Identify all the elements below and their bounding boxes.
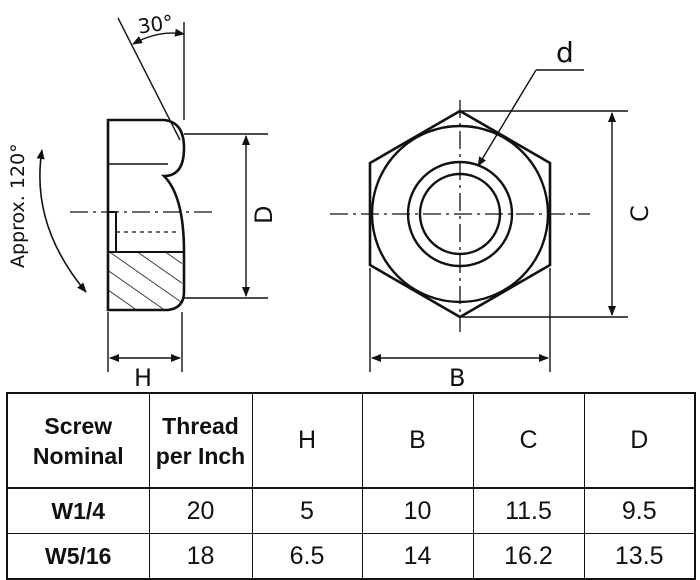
header-c: C: [472, 392, 585, 489]
dimension-D-label: D: [250, 206, 278, 224]
leader-d: [477, 69, 584, 167]
dimension-C-label: C: [626, 205, 654, 222]
dimension-C: [462, 110, 628, 318]
side-view-hatching: [108, 252, 182, 310]
cell-screw: W1/4: [6, 487, 150, 534]
cell-d: 9.5: [583, 487, 696, 534]
header-screw-nominal: Screw Nominal: [6, 392, 150, 489]
table-header-row: Screw Nominal Thread per Inch H B C D: [6, 392, 696, 489]
dimension-B-label: B: [449, 364, 465, 392]
header-thread-per-inch: Thread per Inch: [148, 392, 253, 489]
angle-30-dimension: [117, 17, 185, 141]
label-d: d: [556, 36, 574, 69]
cell-c: 16.2: [472, 533, 585, 580]
dimension-H-label: H: [134, 364, 152, 392]
header-b: B: [361, 392, 474, 489]
dimension-H: [107, 312, 183, 372]
cell-thread: 20: [148, 487, 253, 534]
table-row: W5/16 18 6.5 14 16.2 13.5: [6, 533, 696, 580]
header-d: D: [583, 392, 696, 489]
cell-thread: 18: [148, 533, 253, 580]
header-h: H: [251, 392, 363, 489]
cell-h: 5: [251, 487, 363, 534]
nut-technical-drawing: 30° Approx. 120° D H d C: [7, 10, 654, 392]
cell-c: 11.5: [472, 487, 585, 534]
specification-table: Screw Nominal Thread per Inch H B C D W1…: [6, 392, 696, 580]
angle-30-label: 30°: [136, 10, 174, 39]
dimension-D: [184, 133, 268, 299]
table-row: W1/4 20 5 10 11.5 9.5: [6, 487, 696, 534]
angle-120-label: Approx. 120°: [7, 143, 29, 268]
cell-b: 10: [361, 487, 474, 534]
cell-b: 14: [361, 533, 474, 580]
cell-screw: W5/16: [6, 533, 150, 580]
dimension-B: [369, 268, 551, 372]
cell-d: 13.5: [583, 533, 696, 580]
cell-h: 6.5: [251, 533, 363, 580]
angle-120-arrow: [36, 149, 87, 293]
